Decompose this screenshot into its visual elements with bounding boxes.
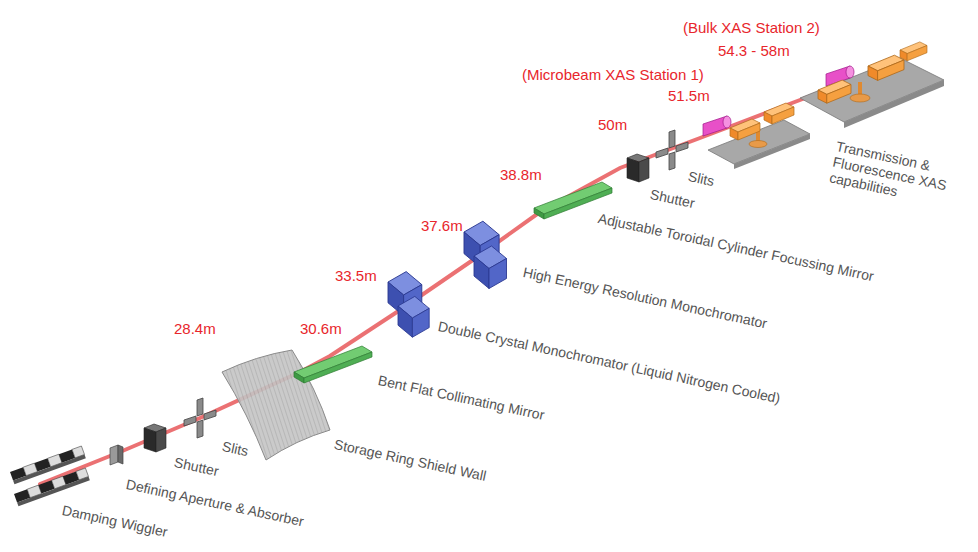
chamber-symbol: [730, 119, 760, 140]
distance-label: 30.6m: [300, 320, 342, 337]
shutter-symbol: [144, 424, 166, 452]
distance-label: 38.8m: [500, 166, 542, 183]
crystal-symbol: [398, 296, 429, 337]
chamber-symbol: [818, 80, 851, 103]
distance-label: 54.3 - 58m: [718, 42, 790, 59]
station-label: (Bulk XAS Station 2): [683, 19, 820, 36]
slits-symbol: [184, 398, 216, 438]
distance-label: 37.6m: [421, 217, 463, 234]
station-label: (Microbeam XAS Station 1): [522, 66, 704, 83]
part-label: Slits: [687, 168, 716, 189]
distance-label: 51.5m: [668, 87, 710, 104]
part-label: Storage Ring Shield Wall: [333, 436, 488, 484]
part-label: Double Crystal Monochromator (Liquid Nit…: [437, 318, 782, 406]
wiggler-magnet: [10, 446, 86, 484]
part-label: Damping Wiggler: [61, 502, 169, 540]
chamber-symbol: [900, 42, 927, 61]
wiggler-magnet: [14, 468, 90, 506]
shutter-symbol: [627, 154, 649, 182]
detector-symbol: [703, 116, 731, 136]
distance-label: 50m: [598, 116, 627, 133]
capability-label: Transmission & Fluorescence XAS capabili…: [828, 138, 953, 210]
mirror-symbol: [294, 346, 372, 383]
part-label: Bent Flat Collimating Mirror: [377, 372, 546, 423]
crystal-symbol: [474, 246, 507, 289]
slits-symbol: [656, 130, 688, 170]
aperture-absorber: [110, 445, 123, 465]
part-label: Adjustable Toroidal Cylinder Focussing M…: [597, 210, 876, 284]
part-label: Shutter: [173, 454, 221, 479]
x-ray-beam: [40, 62, 900, 484]
part-label: Slits: [221, 438, 250, 459]
distance-label: 33.5m: [335, 267, 377, 284]
part-label: Shutter: [649, 186, 697, 211]
chamber-symbol: [764, 103, 794, 124]
part-label: High Energy Resolution Monochromator: [522, 264, 769, 332]
distance-label: 28.4m: [174, 320, 216, 337]
chamber-symbol: [868, 55, 904, 80]
